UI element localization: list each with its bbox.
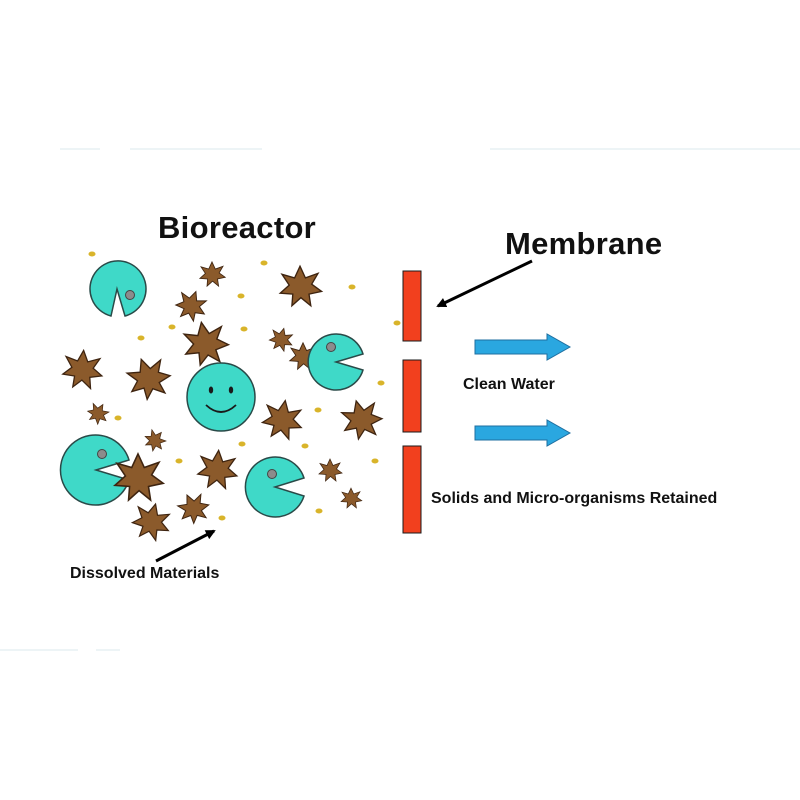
solid-particle: [130, 502, 171, 543]
solid-particle: [144, 428, 167, 452]
micro-organisms: [59, 260, 364, 518]
solid-particle: [182, 320, 231, 367]
solid-particles: [61, 260, 384, 543]
water-arrow-top: [474, 333, 572, 361]
faint-guide-lines: [0, 148, 800, 651]
clean-water-label: Clean Water: [463, 376, 555, 393]
solid-particle: [340, 487, 363, 509]
clean-water-arrows: [474, 333, 572, 447]
solid-particle: [268, 327, 294, 353]
solid-particle: [61, 348, 104, 391]
solid-particle: [198, 260, 227, 288]
solid-particle-being-eaten: [112, 452, 166, 503]
solid-particle: [196, 448, 239, 491]
microorganism-pacman: [89, 260, 147, 317]
membrane-segment-middle: [402, 359, 422, 433]
microorganism-pacman: [244, 456, 305, 518]
solid-particle: [339, 399, 384, 441]
solid-particle: [174, 290, 208, 323]
solid-particle: [176, 492, 210, 525]
solid-particle: [125, 357, 172, 402]
dissolved-pointer-arrow: [155, 529, 216, 563]
membrane-title: Membrane: [505, 226, 663, 261]
solid-particle: [260, 399, 303, 441]
bioreactor-title: Bioreactor: [158, 210, 317, 245]
microorganism-pacman: [307, 333, 364, 391]
water-arrow-bottom: [474, 419, 572, 447]
membrane-pointer-arrow: [436, 259, 533, 308]
microorganism-pacman: [59, 434, 130, 506]
microorganism-smiley: [186, 362, 256, 432]
solid-particle: [318, 458, 343, 482]
pointer-arrows: [155, 259, 533, 563]
retained-label: Solids and Micro-organisms Retained: [431, 490, 718, 507]
membrane-segment-top: [402, 270, 422, 342]
dissolved-materials-label: Dissolved Materials: [70, 565, 220, 582]
membrane-segment-bottom: [402, 445, 422, 534]
solid-particle: [278, 264, 324, 308]
solid-particle: [86, 402, 110, 426]
membrane: [402, 270, 422, 534]
